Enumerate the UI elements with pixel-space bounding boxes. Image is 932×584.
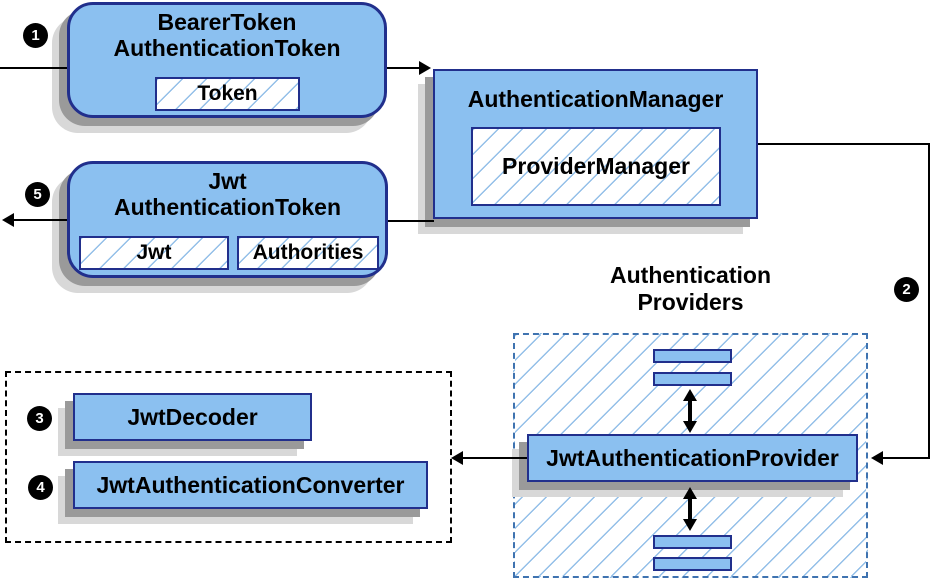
node-bearer-token-authentication-token: BearerToken AuthenticationToken Token — [67, 2, 387, 118]
authentication-manager-title: AuthenticationManager — [467, 86, 724, 112]
node-jwt-authentication-converter: JwtAuthenticationConverter — [73, 461, 428, 509]
arrow-left-icon — [871, 451, 883, 465]
node-jwt-authentication-provider: JwtAuthenticationProvider — [527, 434, 858, 482]
providers-heading: Authentication Providers — [513, 262, 868, 316]
arrow-request-in-line — [0, 67, 67, 69]
jwt-authentication-token-title: Jwt AuthenticationToken — [70, 168, 385, 220]
providers-heading-line1: Authentication — [610, 262, 771, 288]
node-jwt-decoder: JwtDecoder — [73, 393, 312, 441]
connector-step2-bottom-line — [882, 457, 930, 459]
arrow-result-out-line — [13, 219, 67, 221]
connector-step2-top-line — [758, 143, 930, 145]
step-badge-2: 2 — [894, 277, 919, 302]
token-field: Token — [155, 77, 300, 111]
jwt-token-title-line2: AuthenticationToken — [113, 194, 341, 220]
provider-manager-box: ProviderManager — [471, 127, 721, 206]
providers-heading-line2: Providers — [637, 289, 744, 315]
node-jwt-authentication-token: Jwt AuthenticationToken Jwt Authorities — [67, 161, 388, 278]
jwt-token-title-line1: Jwt — [208, 168, 247, 194]
bearer-token-title: BearerToken AuthenticationToken — [70, 9, 384, 61]
provider-stack-rect-top-1 — [653, 349, 732, 363]
connector-step2-vertical-line — [928, 143, 930, 459]
arrow-left-icon — [2, 213, 14, 227]
arrow-down-icon — [683, 519, 697, 531]
jwt-field: Jwt — [79, 236, 229, 270]
step-badge-3: 3 — [27, 406, 52, 431]
provider-stack-rect-bottom-1 — [653, 535, 732, 549]
bearer-token-title-line2: AuthenticationToken — [113, 35, 341, 61]
step-badge-5: 5 — [25, 182, 50, 207]
arrow-provider-to-decoders-line — [462, 457, 527, 459]
authorities-field: Authorities — [237, 236, 379, 270]
arrow-up-icon — [683, 389, 697, 401]
double-arrow-top-line — [688, 399, 692, 423]
node-authentication-manager: AuthenticationManager ProviderManager — [433, 69, 758, 219]
provider-stack-rect-bottom-2 — [653, 557, 732, 571]
double-arrow-bottom-line — [688, 497, 692, 521]
arrow-to-authentication-manager-line — [387, 67, 420, 69]
arrow-left-icon — [451, 451, 463, 465]
arrow-right-icon — [419, 61, 431, 75]
bearer-token-title-line1: BearerToken — [157, 9, 297, 35]
step-badge-1: 1 — [23, 23, 48, 48]
provider-stack-rect-top-2 — [653, 372, 732, 386]
arrow-up-icon — [683, 487, 697, 499]
arrow-down-icon — [683, 421, 697, 433]
step-badge-4: 4 — [28, 475, 53, 500]
connector-manager-to-token-line — [388, 220, 434, 222]
